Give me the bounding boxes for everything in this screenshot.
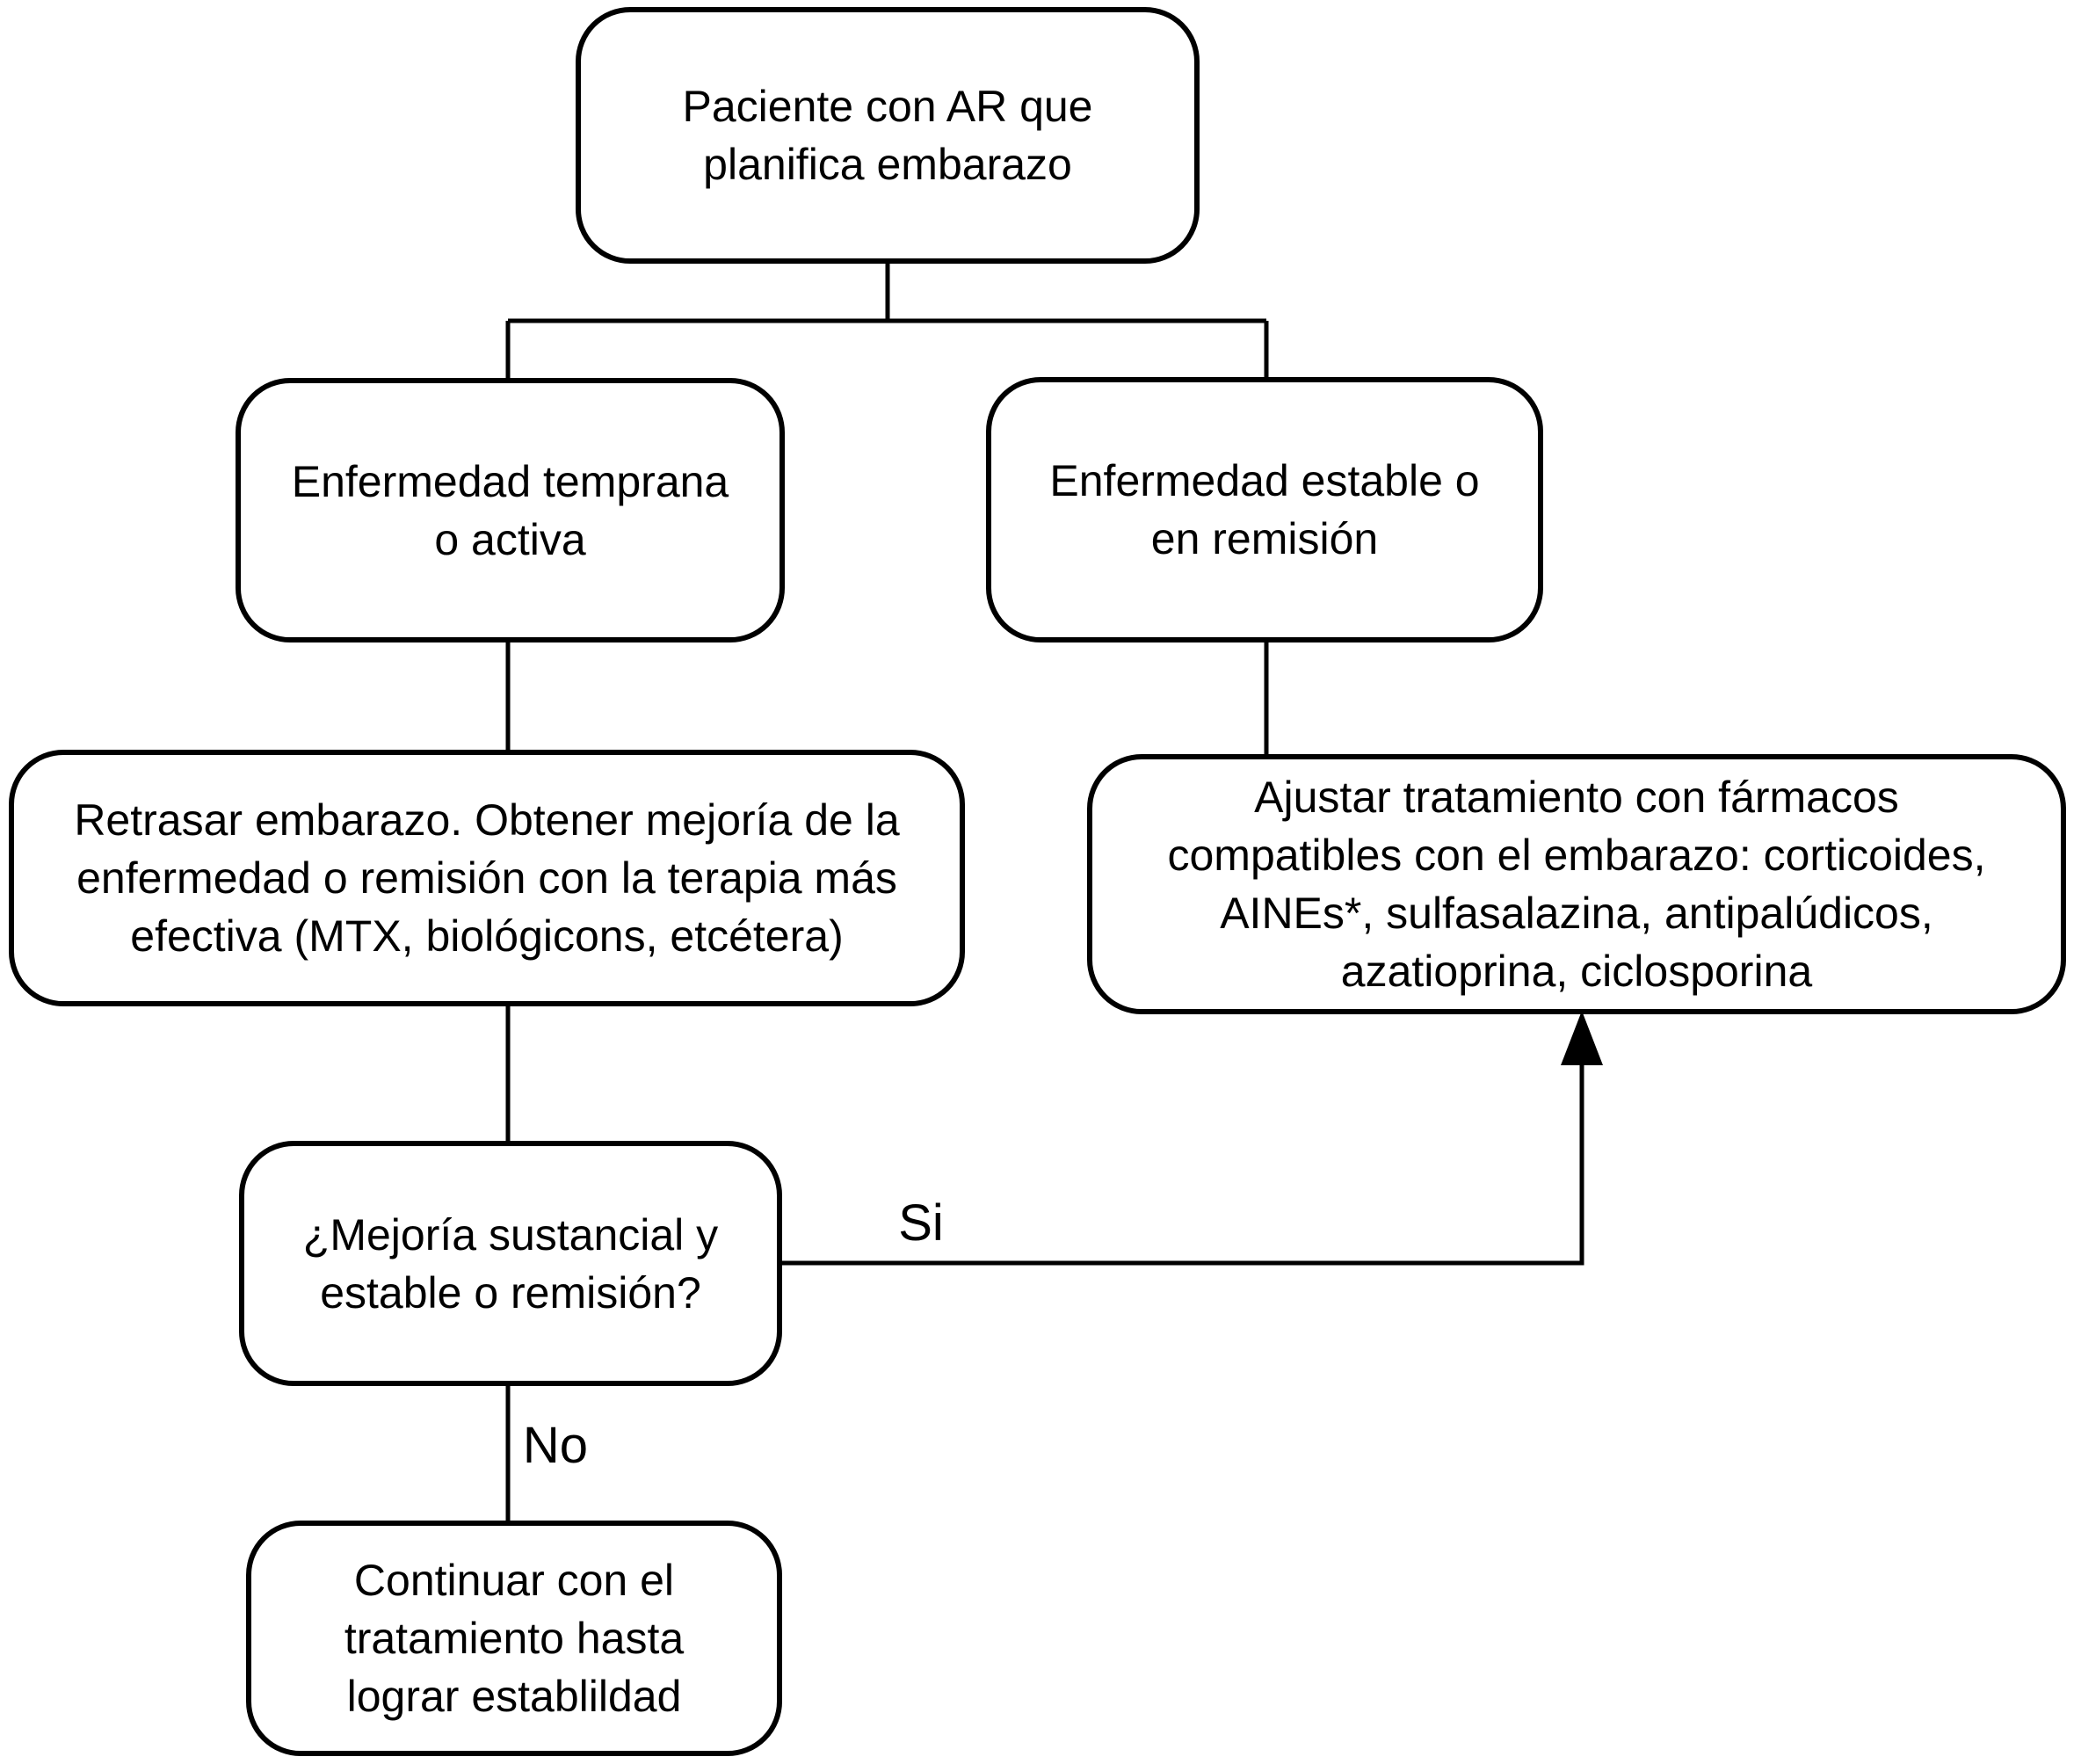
edge-label-si: Si — [898, 1194, 944, 1252]
node-stable-or-remission-disease: Enfermedad estable o en remisión — [986, 377, 1543, 642]
arrowhead-up-icon — [1561, 1011, 1603, 1065]
node-delay-pregnancy: Retrasar embarazo. Obtener mejoría de la… — [9, 750, 965, 1006]
edge-label-no: No — [522, 1417, 589, 1474]
connector-si-path — [777, 1062, 1584, 1266]
node-patient-ar-planning-pregnancy: Paciente con AR que planifica embarazo — [576, 7, 1200, 264]
node-early-or-active-disease: Enfermedad temprana o activa — [236, 378, 785, 642]
node-continue-treatment: Continuar con el tratamiento hasta logra… — [246, 1521, 782, 1756]
node-improvement-question: ¿Mejoría sustancial y estable o remisión… — [239, 1141, 782, 1386]
node-adjust-treatment: Ajustar tratamiento con fármacos compati… — [1087, 754, 2066, 1014]
